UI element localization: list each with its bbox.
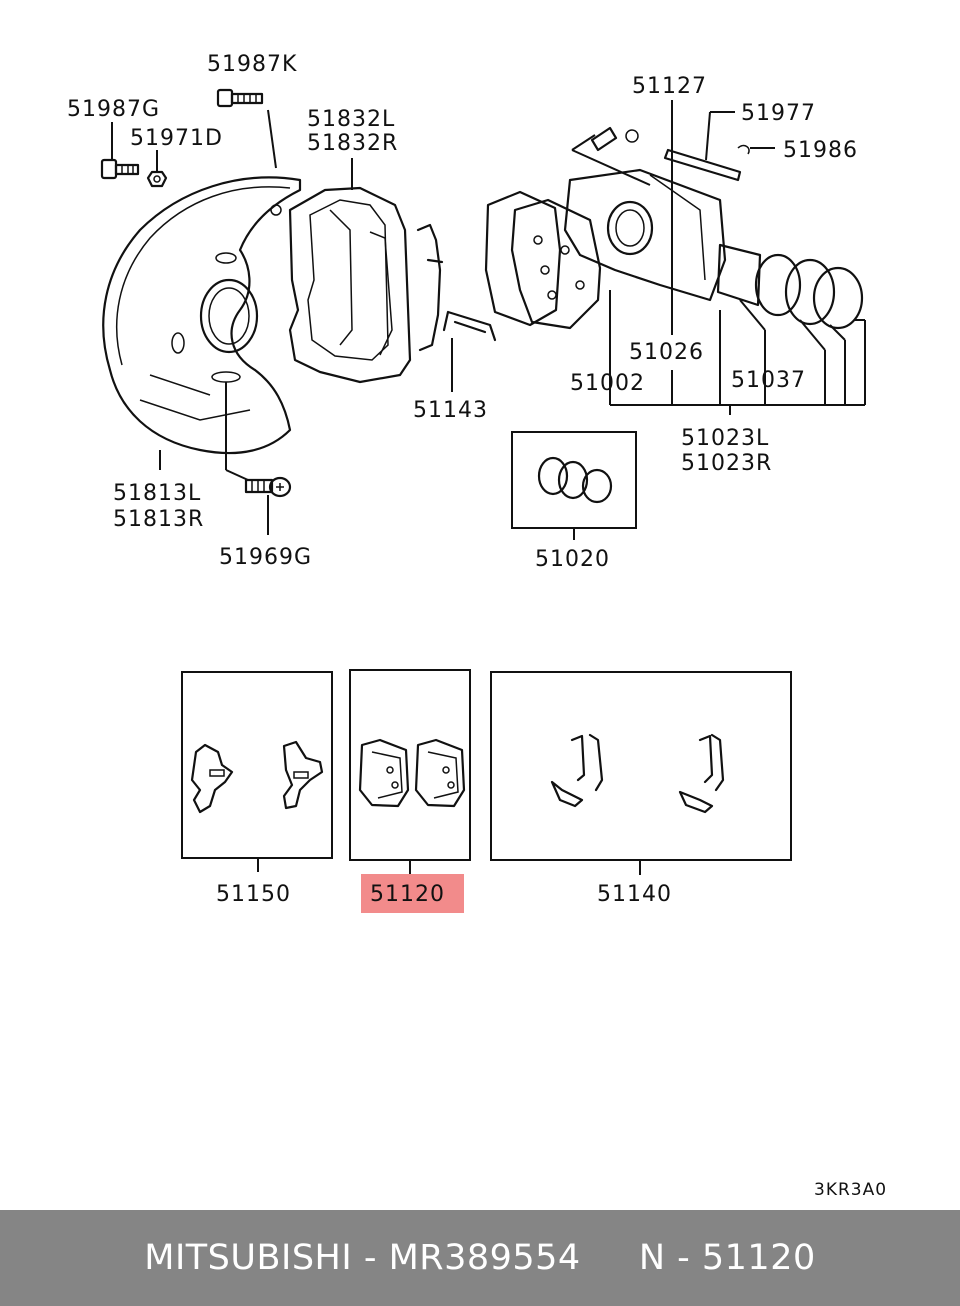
label-51150: 51150 (216, 882, 291, 907)
caliper-support-drawing (288, 186, 412, 384)
caliper-body-drawing (563, 168, 727, 302)
label-51977: 51977 (741, 101, 816, 126)
leader-lines (111, 100, 866, 540)
label-51023r: 51023R (681, 451, 772, 476)
label-51813l: 51813L (113, 481, 201, 506)
kit-51150-box (181, 671, 333, 872)
nut-51971d-drawing (146, 170, 168, 188)
shim-clip-drawing (416, 223, 497, 352)
guide-pin-drawing (590, 126, 639, 152)
label-51020: 51020 (535, 547, 610, 572)
label-51987k: 51987K (207, 52, 297, 77)
seal-kit-box (511, 431, 637, 529)
label-51986: 51986 (783, 138, 858, 163)
piston-seal-drawing (716, 243, 864, 330)
label-51127: 51127 (632, 74, 707, 99)
label-51832l: 51832L (307, 107, 395, 132)
kit-51140-box (490, 671, 792, 875)
diagram-code: 3KR3A0 (814, 1180, 887, 1200)
label-51832r: 51832R (307, 131, 398, 156)
label-51987g: 51987G (67, 97, 160, 122)
label-51023l: 51023L (681, 426, 769, 451)
part-labels: 51987K 51987G 51971D 51832L 51832R 51127… (67, 52, 887, 1200)
pad-pin-drawing (663, 144, 750, 182)
label-51143: 51143 (413, 398, 488, 423)
bolt-51987k-drawing (216, 88, 264, 108)
label-51037: 51037 (731, 368, 806, 393)
label-51969g: 51969G (219, 545, 312, 570)
label-51971d: 51971D (130, 126, 223, 151)
label-51026: 51026 (629, 340, 704, 365)
exploded-parts-diagram: 51987K 51987G 51971D 51832L 51832R 51127… (67, 52, 887, 1200)
label-51002: 51002 (570, 371, 645, 396)
footer-part-info: MITSUBISHI - MR389554 N - 51120 (144, 1238, 816, 1278)
bolt-51987g-drawing (100, 158, 140, 180)
label-51120: 51120 (370, 882, 445, 907)
label-51813r: 51813R (113, 507, 204, 532)
kit-51120-box (349, 669, 471, 913)
brake-pads-drawing (484, 190, 602, 330)
screw-51969g-drawing (244, 476, 292, 498)
footer-bar: MITSUBISHI - MR389554 N - 51120 (0, 1210, 960, 1306)
label-51140: 51140 (597, 882, 672, 907)
dust-shield-drawing (102, 176, 302, 455)
highlight-marker (361, 874, 464, 913)
